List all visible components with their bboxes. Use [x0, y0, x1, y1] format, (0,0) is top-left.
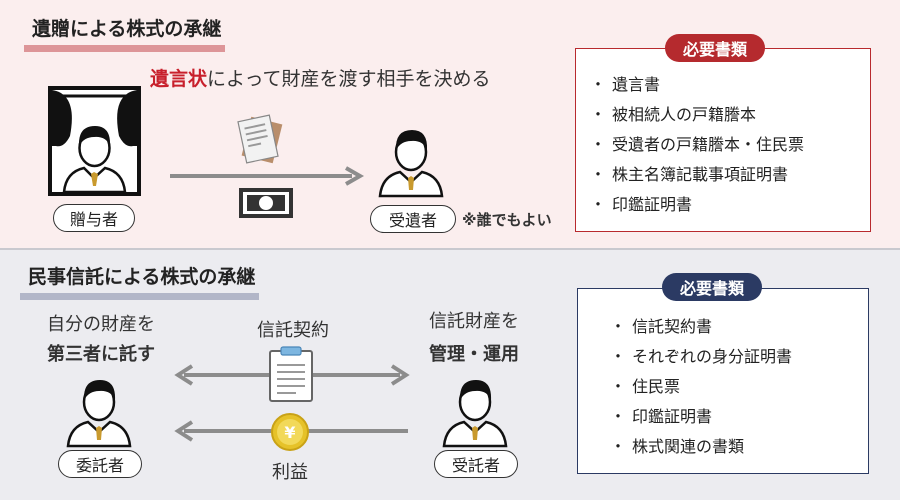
giver-portrait-icon — [48, 86, 141, 196]
giver-label: 贈与者 — [53, 204, 135, 232]
list-item: 被相続人の戸籍謄本 — [590, 100, 804, 130]
bequest-heading: 遺贈による株式の承継 — [24, 14, 226, 52]
receiver-note: ※誰でもよい — [462, 211, 552, 229]
settlor-person-icon — [66, 380, 132, 448]
trustee-label: 受託者 — [434, 450, 518, 478]
settlor-caption-line2: 第三者に託す — [47, 344, 155, 365]
list-item: 住民票 — [610, 372, 792, 402]
list-item: 株式関連の書類 — [610, 432, 792, 462]
yen-coin-icon: ¥ — [271, 413, 309, 451]
transfer-arrow-icon — [170, 166, 365, 186]
contract-document-icon — [269, 346, 313, 402]
trustee-person-icon — [442, 380, 508, 448]
settlor-label: 委託者 — [58, 450, 142, 478]
list-item: 遺言書 — [590, 70, 804, 100]
receiver-person-icon — [378, 130, 444, 198]
receiver-label: 受遺者 — [370, 205, 456, 233]
trust-required-docs-list: 信託契約書 それぞれの身分証明書 住民票 印鑑証明書 株式関連の書類 — [610, 312, 792, 462]
benefit-label: 利益 — [272, 462, 308, 483]
svg-text:¥: ¥ — [284, 423, 295, 442]
trustee-caption-line2: 管理・運用 — [429, 344, 519, 365]
trust-heading: 民事信託による株式の承継 — [20, 262, 260, 300]
trustee-caption-line1: 信託財産を — [429, 311, 519, 332]
list-item: 受遺者の戸籍謄本・住民票 — [590, 130, 804, 160]
tagline-rest: によって財産を渡す相手を決める — [207, 68, 491, 90]
list-item: 印鑑証明書 — [610, 402, 792, 432]
list-item: 株主名簿記載事項証明書 — [590, 160, 804, 190]
cash-icon — [239, 188, 293, 218]
trust-required-docs-badge: 必要書類 — [662, 273, 763, 301]
bequest-required-docs-badge: 必要書類 — [665, 34, 766, 62]
documents-icon — [237, 114, 283, 164]
list-item: 信託契約書 — [610, 312, 792, 342]
list-item: 印鑑証明書 — [590, 190, 804, 220]
trust-contract-label: 信託契約 — [257, 320, 329, 341]
settlor-caption-line1: 自分の財産を — [47, 314, 155, 335]
bequest-required-docs-list: 遺言書 被相続人の戸籍謄本 受遺者の戸籍謄本・住民票 株主名簿記載事項証明書 印… — [590, 70, 804, 220]
tagline-highlight: 遺言状 — [150, 68, 208, 90]
bequest-tagline: 遺言状によって財産を渡す相手を決める — [150, 64, 491, 91]
section-divider — [0, 248, 900, 250]
list-item: それぞれの身分証明書 — [610, 342, 792, 372]
